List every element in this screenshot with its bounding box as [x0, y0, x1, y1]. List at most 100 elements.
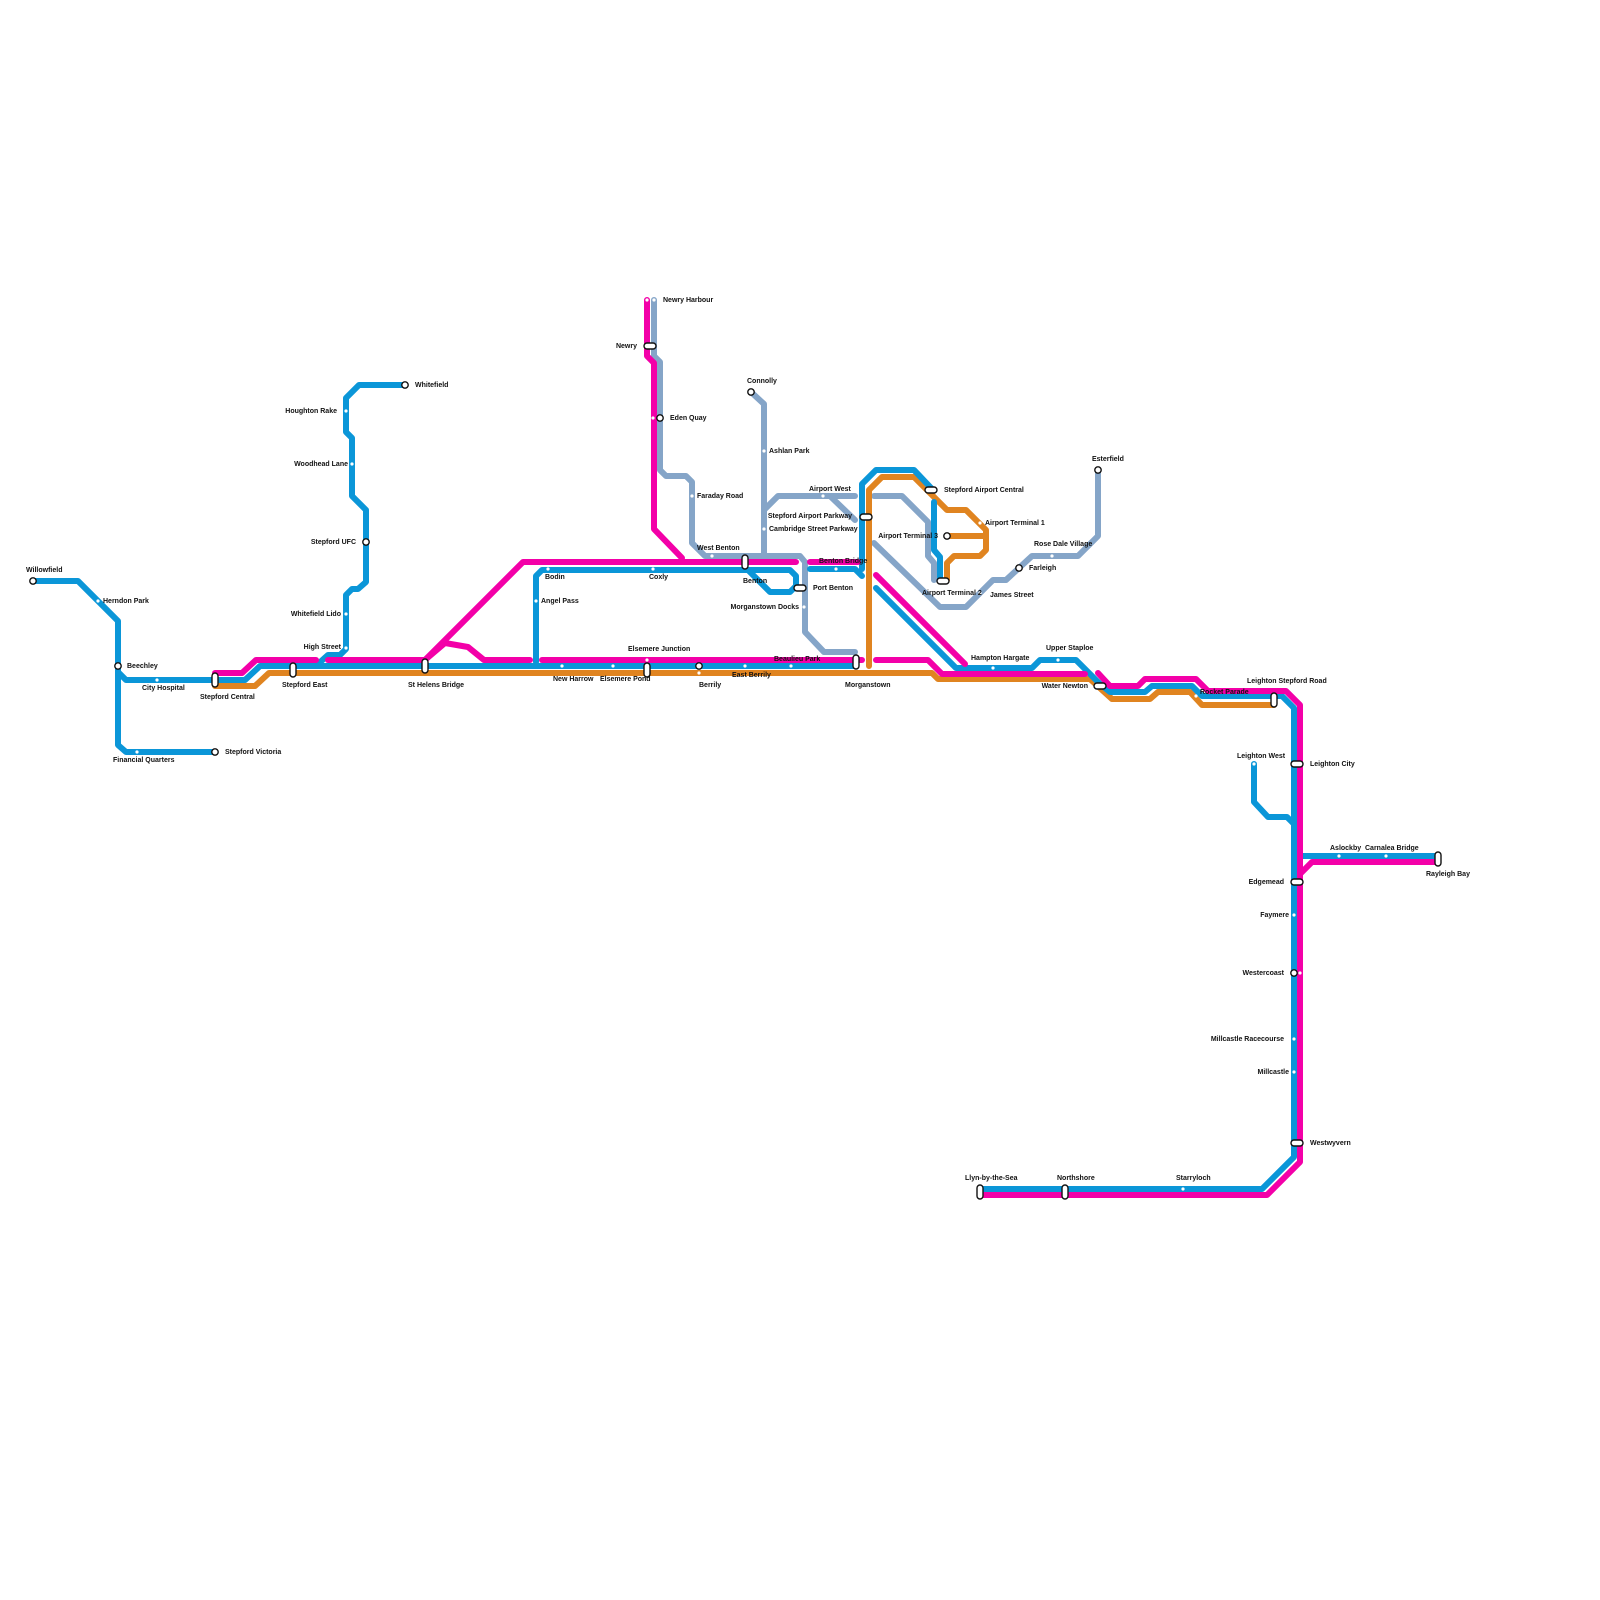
- station-dot[interactable]: [645, 658, 649, 662]
- station-label[interactable]: Elsemere Pond: [600, 676, 651, 683]
- station-dot[interactable]: [802, 605, 806, 609]
- interchange-marker[interactable]: [1094, 466, 1102, 474]
- route-magenta-west[interactable]: [212, 657, 319, 676]
- interchange-marker[interactable]: [114, 662, 122, 670]
- station-dot[interactable]: [834, 567, 838, 571]
- interchange-marker[interactable]: [29, 577, 37, 585]
- station-dot[interactable]: [978, 521, 982, 525]
- station-label[interactable]: Northshore: [1057, 1175, 1095, 1182]
- station-label[interactable]: Stepford Airport Parkway: [768, 513, 852, 520]
- interchange-pill[interactable]: [1290, 878, 1304, 886]
- station-label[interactable]: Esterfield: [1092, 456, 1124, 463]
- station-label[interactable]: Eden Quay: [670, 415, 707, 422]
- route-blue-airport[interactable]: [859, 467, 935, 572]
- station-label[interactable]: Leighton Stepford Road: [1247, 678, 1327, 685]
- station-label[interactable]: Carnalea Bridge: [1365, 845, 1419, 852]
- station-label[interactable]: Port Benton: [813, 585, 853, 592]
- route-blue-benton-bridge[interactable]: [807, 566, 865, 579]
- interchange-pill[interactable]: [976, 1184, 984, 1200]
- station-label[interactable]: New Harrow: [553, 676, 594, 683]
- station-dot[interactable]: [743, 664, 747, 668]
- interchange-pill[interactable]: [924, 486, 938, 494]
- route-grey[interactable]: [651, 297, 858, 655]
- interchange-pill[interactable]: [1290, 760, 1304, 768]
- route-blue-leighton-west[interactable]: [1251, 761, 1297, 827]
- route-blue-willowfield[interactable]: [30, 578, 218, 755]
- station-label[interactable]: Llyn-by-the-Sea: [965, 1175, 1018, 1182]
- station-dot[interactable]: [821, 494, 825, 498]
- station-label[interactable]: Farleigh: [1029, 565, 1056, 572]
- station-dot[interactable]: [1194, 694, 1198, 698]
- station-dot[interactable]: [762, 527, 766, 531]
- route-blue-terminal-2[interactable]: [931, 499, 943, 583]
- station-label[interactable]: Starryloch: [1176, 1175, 1211, 1182]
- station-label[interactable]: Berrily: [699, 682, 721, 689]
- station-label[interactable]: Stepford Central: [200, 694, 255, 701]
- station-label[interactable]: Airport Terminal 3: [878, 533, 938, 540]
- station-label[interactable]: Edgemead: [1249, 879, 1284, 886]
- station-dot[interactable]: [978, 591, 982, 595]
- interchange-marker[interactable]: [747, 388, 755, 396]
- station-dot[interactable]: [611, 664, 615, 668]
- station-dot[interactable]: [1337, 854, 1341, 858]
- station-label[interactable]: City Hospital: [142, 685, 185, 692]
- station-dot[interactable]: [560, 664, 564, 668]
- station-label[interactable]: Airport Terminal 2: [922, 590, 982, 597]
- interchange-pill[interactable]: [741, 554, 749, 570]
- station-label[interactable]: Benton Bridge: [819, 558, 867, 565]
- station-label[interactable]: East Berrily: [732, 672, 771, 679]
- station-label[interactable]: Woodhead Lane: [294, 461, 348, 468]
- station-dot[interactable]: [350, 462, 354, 466]
- station-label[interactable]: Beaulieu Park: [774, 656, 820, 663]
- interchange-pill[interactable]: [1270, 692, 1278, 708]
- station-label[interactable]: Elsemere Junction: [628, 646, 690, 653]
- station-label[interactable]: Willowfield: [26, 567, 63, 574]
- route-magenta-north[interactable]: [422, 559, 799, 663]
- interchange-pill[interactable]: [852, 654, 860, 670]
- station-label[interactable]: Financial Quarters: [113, 757, 175, 764]
- route-blue-main[interactable]: [115, 663, 858, 683]
- station-dot[interactable]: [645, 298, 649, 302]
- station-dot[interactable]: [762, 449, 766, 453]
- station-dot[interactable]: [344, 646, 348, 650]
- route-grey-esterfield[interactable]: [871, 467, 1101, 610]
- station-dot[interactable]: [789, 664, 793, 668]
- interchange-pill[interactable]: [421, 658, 429, 674]
- station-label[interactable]: Rayleigh Bay: [1426, 871, 1470, 878]
- station-label[interactable]: Stepford Victoria: [225, 749, 281, 756]
- station-label[interactable]: Whitefield Lido: [291, 611, 341, 618]
- station-dot[interactable]: [651, 416, 655, 420]
- interchange-marker[interactable]: [656, 414, 664, 422]
- station-label[interactable]: Leighton City: [1310, 761, 1355, 768]
- station-label[interactable]: Bodin: [545, 574, 565, 581]
- station-label[interactable]: Stepford Airport Central: [944, 487, 1024, 494]
- interchange-pill[interactable]: [643, 662, 651, 678]
- station-label[interactable]: Angel Pass: [541, 598, 579, 605]
- interchange-pill[interactable]: [1093, 682, 1107, 690]
- station-dot[interactable]: [651, 567, 655, 571]
- route-magenta-rayleigh[interactable]: [1297, 859, 1441, 877]
- route-orange-airport[interactable]: [866, 474, 989, 669]
- station-label[interactable]: Airport West: [809, 486, 852, 493]
- route-magenta-diagonal[interactable]: [873, 572, 968, 667]
- station-dot[interactable]: [546, 567, 550, 571]
- station-dot[interactable]: [710, 554, 714, 558]
- route-grey-terminal[interactable]: [871, 493, 937, 583]
- station-label[interactable]: Beechley: [127, 663, 158, 670]
- station-label[interactable]: Newry: [616, 343, 637, 350]
- route-magenta-east[interactable]: [873, 657, 1088, 677]
- station-label[interactable]: Millcastle Racecourse: [1211, 1036, 1284, 1043]
- station-dot[interactable]: [155, 678, 159, 682]
- interchange-pill[interactable]: [859, 513, 873, 521]
- station-label[interactable]: Faymere: [1260, 912, 1289, 919]
- station-label[interactable]: High Street: [304, 644, 342, 651]
- route-magenta-loop[interactable]: [422, 640, 533, 663]
- station-dot[interactable]: [1298, 971, 1302, 975]
- station-label[interactable]: Connolly: [747, 378, 777, 385]
- station-label[interactable]: Leighton West: [1237, 753, 1286, 760]
- route-grey-connolly[interactable]: [748, 389, 767, 559]
- station-label[interactable]: Stepford UFC: [311, 539, 356, 546]
- station-label[interactable]: St Helens Bridge: [408, 682, 464, 689]
- station-dot[interactable]: [344, 409, 348, 413]
- station-label[interactable]: Whitefield: [415, 382, 448, 389]
